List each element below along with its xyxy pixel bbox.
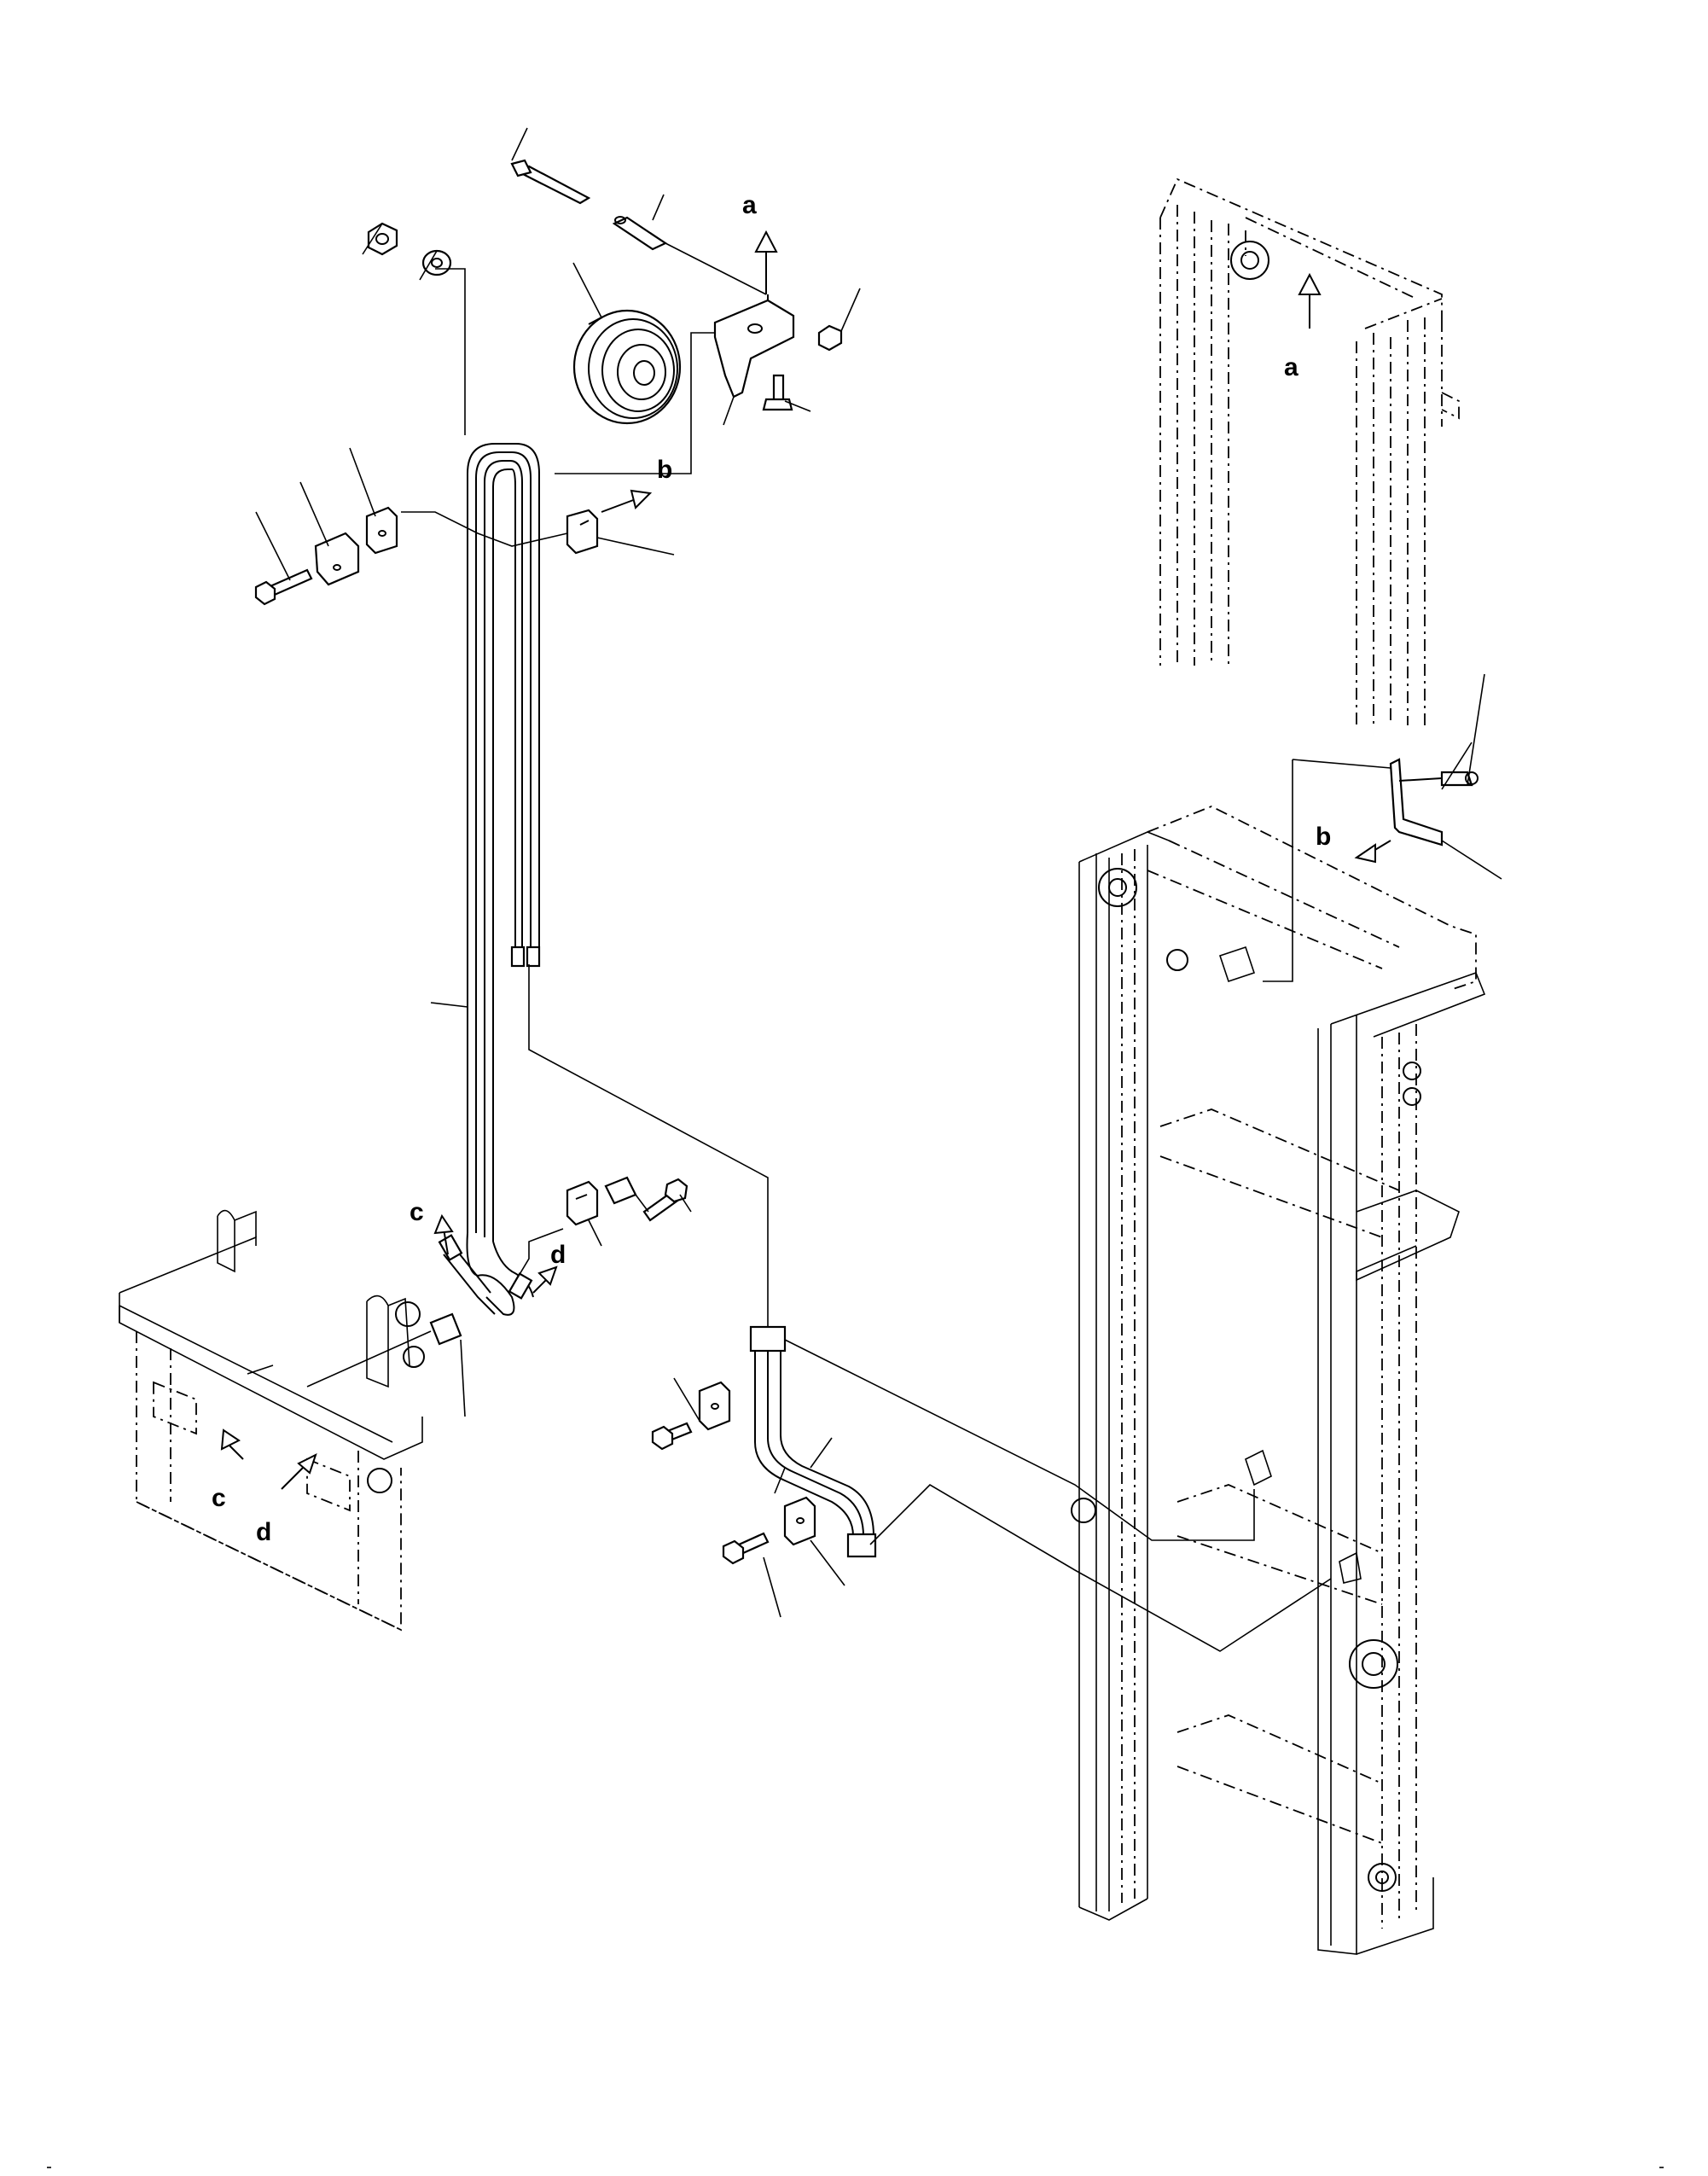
label-a-mast: a bbox=[1284, 353, 1298, 381]
view-arrow-d-carriage bbox=[281, 1453, 317, 1490]
label-c-carriage: c bbox=[212, 1484, 226, 1512]
clamp-pipe-upper bbox=[698, 1381, 731, 1431]
view-arrow-c-hose bbox=[433, 1213, 454, 1255]
label-b-clamp: b bbox=[657, 456, 672, 484]
view-arrow-c-carriage bbox=[220, 1428, 244, 1460]
label-c-hose: c bbox=[410, 1198, 424, 1226]
plate-small-left bbox=[429, 1312, 462, 1346]
long-bolt-top bbox=[510, 159, 591, 205]
clamp-middle bbox=[566, 1180, 599, 1226]
bolt-pipe-upper bbox=[651, 1422, 693, 1451]
mast-bracket-b bbox=[1389, 758, 1479, 847]
view-arrow-a-top bbox=[754, 230, 778, 294]
clamp-left-inner bbox=[365, 506, 398, 555]
clamp-left-outer bbox=[314, 532, 360, 586]
washer-top-left bbox=[421, 249, 452, 276]
view-arrow-d-hose bbox=[532, 1265, 558, 1294]
label-a-top: a bbox=[742, 191, 757, 219]
nut-bracket bbox=[817, 324, 843, 352]
hose-assembly bbox=[438, 443, 541, 1316]
view-arrow-a-mast bbox=[1298, 272, 1322, 329]
label-d-carriage: d bbox=[256, 1518, 271, 1546]
bolt-pipe-lower bbox=[722, 1532, 770, 1565]
view-arrow-b-mast bbox=[1354, 840, 1391, 864]
leader-lines bbox=[255, 127, 1502, 1652]
pipe-assembly bbox=[749, 1325, 877, 1558]
bolt-middle bbox=[642, 1178, 688, 1222]
label-b-mast: b bbox=[1316, 823, 1331, 851]
upper-mast-section bbox=[1159, 177, 1460, 725]
bolt-bracket bbox=[762, 374, 793, 411]
sheave-bracket bbox=[713, 294, 795, 399]
outer-mast-section bbox=[1071, 806, 1486, 1955]
sheave-pulley bbox=[572, 309, 682, 425]
pin-top bbox=[612, 216, 668, 251]
plate-middle bbox=[604, 1176, 637, 1205]
bolt-left bbox=[254, 568, 313, 606]
clamp-right-top bbox=[566, 509, 599, 555]
label-d-hose: d bbox=[550, 1241, 566, 1269]
view-arrow-b-clamp bbox=[601, 489, 653, 513]
clamp-pipe-lower bbox=[783, 1496, 816, 1546]
carriage-section bbox=[119, 1209, 425, 1632]
